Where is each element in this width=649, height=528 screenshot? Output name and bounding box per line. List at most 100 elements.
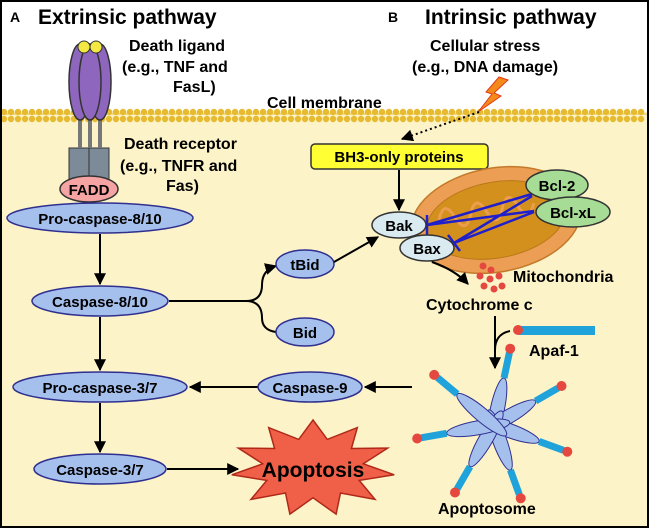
pro-caspase-3-7-label: Pro-caspase-3/7 bbox=[42, 380, 157, 397]
membrane-lipid-head bbox=[539, 108, 547, 116]
membrane-lipid-head bbox=[301, 108, 309, 116]
membrane-lipid-head bbox=[441, 115, 449, 123]
apaf-1-icon bbox=[513, 325, 595, 335]
membrane-lipid-head bbox=[385, 108, 393, 116]
membrane-lipid-head bbox=[35, 108, 43, 116]
membrane-lipid-head bbox=[350, 115, 358, 123]
membrane-lipid-head bbox=[553, 115, 561, 123]
membrane-lipid-head bbox=[406, 108, 414, 116]
membrane-lipid-head bbox=[28, 115, 36, 123]
pro-caspase-8-10-label: Pro-caspase-8/10 bbox=[38, 211, 161, 228]
membrane-lipid-head bbox=[518, 108, 526, 116]
membrane-lipid-head bbox=[490, 108, 498, 116]
stress-label-1: Cellular stress bbox=[430, 38, 540, 55]
bid-label: Bid bbox=[293, 325, 317, 342]
membrane-lipid-head bbox=[336, 108, 344, 116]
membrane-lipid-head bbox=[490, 115, 498, 123]
membrane-lipid-head bbox=[21, 115, 29, 123]
bcl-xl-label: Bcl-xL bbox=[550, 205, 596, 222]
membrane-lipid-head bbox=[252, 108, 260, 116]
membrane-lipid-head bbox=[483, 108, 491, 116]
membrane-lipid-head bbox=[322, 115, 330, 123]
membrane-lipid-head bbox=[315, 115, 323, 123]
membrane-lipid-head bbox=[189, 115, 197, 123]
membrane-lipid-head bbox=[168, 108, 176, 116]
membrane-lipid-head bbox=[511, 108, 519, 116]
membrane-lipid-head bbox=[42, 108, 50, 116]
apoptosis-label: Apoptosis bbox=[262, 459, 365, 482]
bcl-2-label: Bcl-2 bbox=[539, 178, 576, 195]
cytochrome-c-dots bbox=[476, 262, 506, 293]
apoptosome-cytochrome-dot bbox=[450, 487, 460, 498]
membrane-lipid-head bbox=[427, 108, 435, 116]
membrane-lipid-head bbox=[126, 108, 134, 116]
membrane-lipid-head bbox=[308, 108, 316, 116]
caspase-8-10-label: Caspase-8/10 bbox=[52, 294, 148, 311]
membrane-lipid-head bbox=[637, 108, 645, 116]
death-ligand-label-1: Death ligand bbox=[129, 38, 225, 55]
caspase-3-7-label: Caspase-3/7 bbox=[56, 462, 144, 479]
membrane-lipid-head bbox=[378, 108, 386, 116]
membrane-lipid-head bbox=[35, 115, 43, 123]
membrane-lipid-head bbox=[357, 115, 365, 123]
membrane-lipid-head bbox=[49, 108, 57, 116]
membrane-lipid-head bbox=[399, 115, 407, 123]
bh3-only-proteins-label: BH3-only proteins bbox=[334, 149, 463, 166]
membrane-lipid-head bbox=[182, 115, 190, 123]
apaf-1-label: Apaf-1 bbox=[529, 343, 579, 360]
inhibition-lines bbox=[425, 192, 535, 252]
membrane-lipid-head bbox=[154, 115, 162, 123]
membrane-lipid-head bbox=[371, 115, 379, 123]
membrane-lipid-head bbox=[112, 115, 120, 123]
tbid-label: tBid bbox=[290, 257, 319, 274]
membrane-lipid-head bbox=[49, 115, 57, 123]
panel-a-title: Extrinsic pathway bbox=[38, 6, 217, 29]
membrane-lipid-head bbox=[448, 108, 456, 116]
membrane-lipid-head bbox=[560, 108, 568, 116]
membrane-lipid-head bbox=[385, 115, 393, 123]
membrane-lipid-head bbox=[210, 115, 218, 123]
membrane-lipid-head bbox=[105, 115, 113, 123]
membrane-lipid-head bbox=[21, 108, 29, 116]
membrane-lipid-head bbox=[616, 108, 624, 116]
caspase-9-node bbox=[257, 371, 363, 403]
death-ligand-label-3: FasL) bbox=[173, 79, 216, 96]
bcl-xl-node bbox=[535, 196, 611, 228]
fadd-label: FADD bbox=[69, 182, 110, 199]
membrane-lipid-head bbox=[161, 115, 169, 123]
membrane-lipid-head bbox=[203, 115, 211, 123]
bak-node bbox=[371, 211, 427, 239]
membrane-lipid-head bbox=[175, 115, 183, 123]
membrane-lipid-head bbox=[427, 115, 435, 123]
membrane-lipid-head bbox=[497, 108, 505, 116]
membrane-lipid-head bbox=[602, 108, 610, 116]
membrane-lipid-head bbox=[609, 115, 617, 123]
apoptosome-arm bbox=[537, 438, 565, 454]
membrane-lipid-head bbox=[532, 115, 540, 123]
mitochondria-label: Mitochondria bbox=[513, 269, 614, 286]
apoptosome-cytochrome-dot bbox=[556, 381, 567, 391]
membrane-lipid-head bbox=[420, 108, 428, 116]
membrane-lipid-head bbox=[224, 108, 232, 116]
membrane-lipid-head bbox=[210, 108, 218, 116]
panel-b-letter: B bbox=[388, 9, 398, 25]
membrane-lipid-head bbox=[392, 108, 400, 116]
arrow-cytochrome-to-apoptosome bbox=[494, 316, 511, 351]
apoptosome-cytochrome-dot bbox=[515, 493, 526, 504]
bax-node bbox=[399, 234, 455, 262]
membrane-lipid-head bbox=[63, 115, 71, 123]
caspase-9-label: Caspase-9 bbox=[272, 380, 347, 397]
membrane-lipid-head bbox=[147, 115, 155, 123]
membrane-lipid-head bbox=[329, 108, 337, 116]
caspase-8-10-node bbox=[31, 285, 169, 317]
membrane-lipid-head bbox=[588, 108, 596, 116]
death-receptor-label-2: (e.g., TNFR and bbox=[120, 158, 237, 175]
pro-caspase-3-7-node bbox=[12, 371, 188, 403]
apoptosome-arm bbox=[533, 384, 560, 405]
membrane-lipid-head bbox=[455, 108, 463, 116]
membrane-lipid-head bbox=[14, 108, 22, 116]
membrane-lipid-head bbox=[7, 115, 15, 123]
membrane-lipid-head bbox=[350, 108, 358, 116]
bak-label: Bak bbox=[385, 218, 413, 235]
